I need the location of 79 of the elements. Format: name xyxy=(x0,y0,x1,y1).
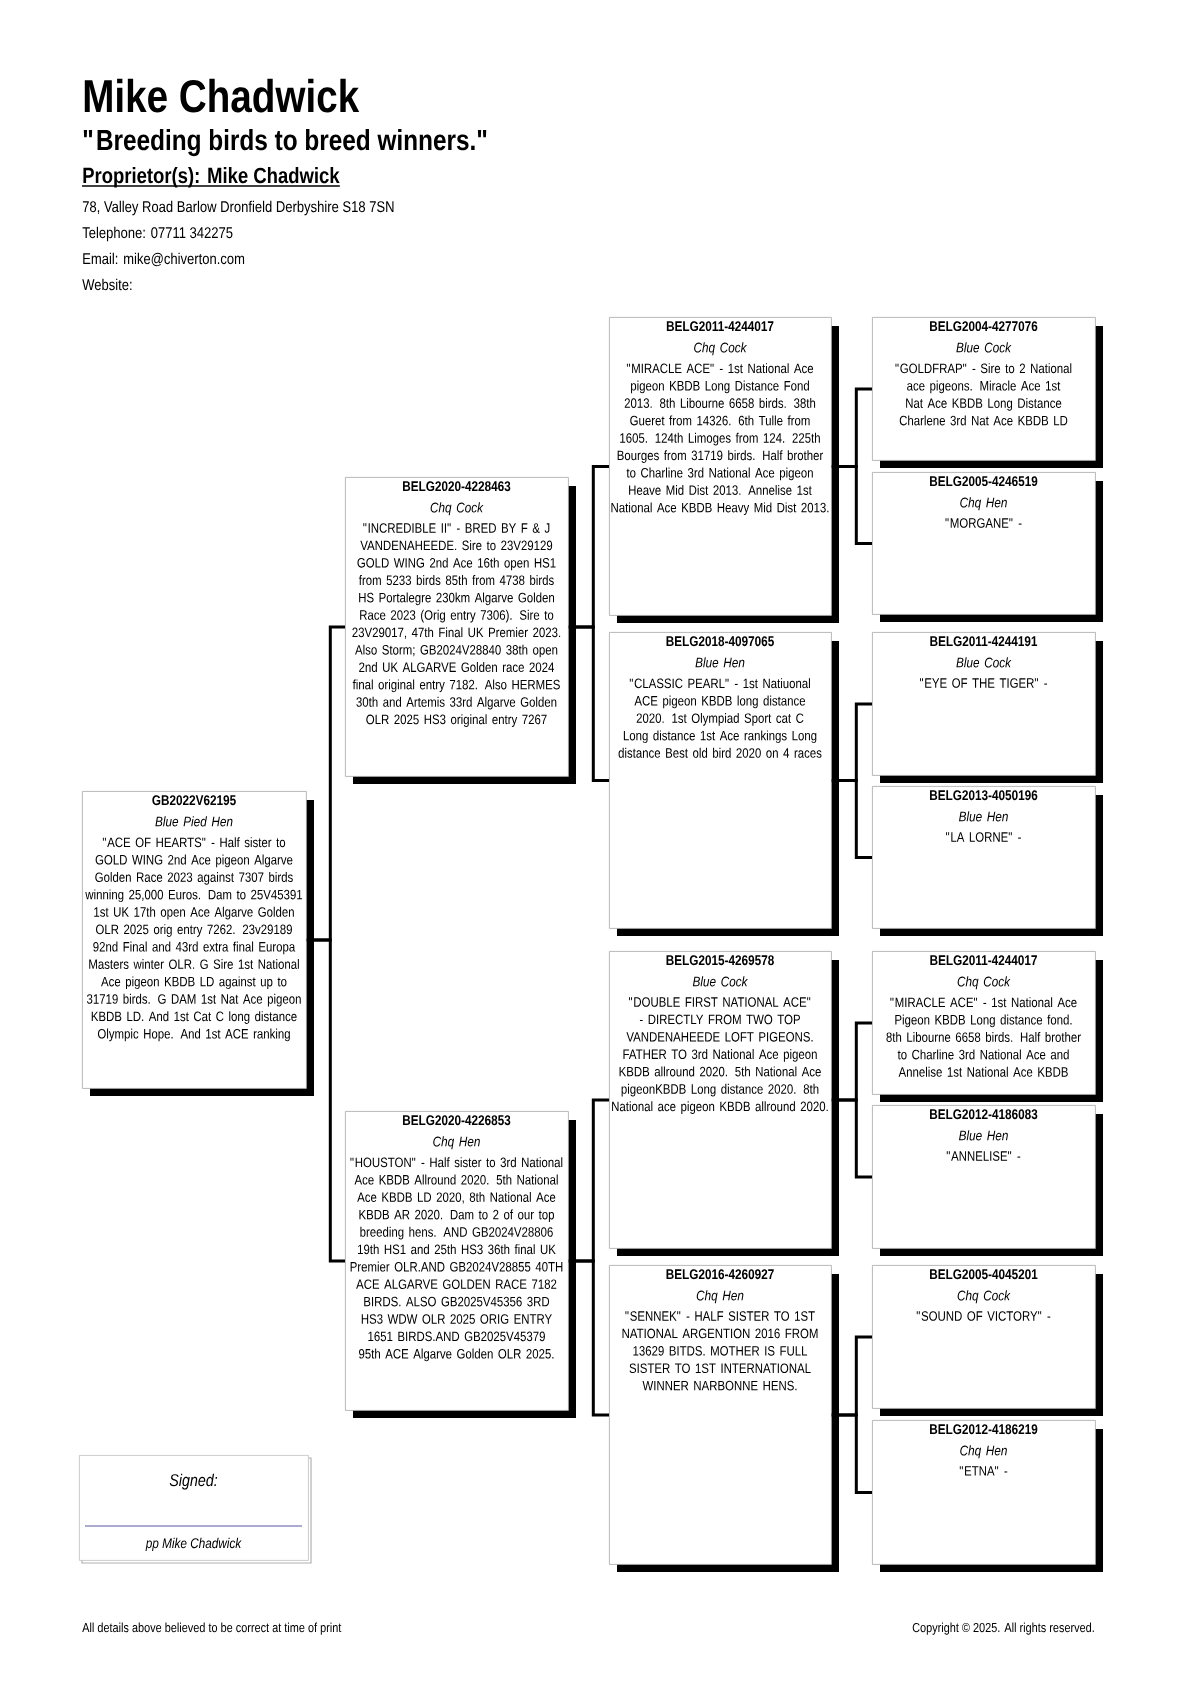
pedigree-card xyxy=(609,632,839,936)
signatory-name: pp Mike Chadwick xyxy=(145,1537,242,1551)
pedigree-connector xyxy=(568,1259,609,1417)
pedigree-description: "EYE OF THE TIGER" - xyxy=(919,678,1048,688)
pedigree-card xyxy=(872,632,1103,783)
ring-number: BELG2012-4186219 xyxy=(930,1424,1038,1435)
color-label: Blue Cock xyxy=(956,657,1012,668)
pedigree-card xyxy=(345,1111,576,1418)
pedigree-card xyxy=(872,1420,1103,1572)
pedigree-card xyxy=(609,317,839,623)
pedigree-description: "MIRACLE ACE" - 1st National Ace pigeon KBDB Long Distance Fond 2013. 8th Libourne 6658 birds. 38th Gueret from 14326. 6th Tulle from 1605. 124th Limoges from 124. 225th Bourges from 31719 birds. Half brother to Charline 3rd National Ace pigeon Heave Mid Dist 2013. Annelise 1st National Ace KBDB Heavy Mid Dist 2013. xyxy=(611,363,829,516)
pedigree-card xyxy=(872,317,1103,468)
pedigree-card xyxy=(872,1105,1103,1256)
pedigree-description: "INCREDIBLE II" - BRED BY F & J VANDENAHEEDE. Sire to 23V29129 GOLD WING 2nd Ace 16th open HS1 from 5233 birds 85th from 4738 birds HS Portalegre 230km Algarve Golden Race 2023 (Orig entry 7306). Sire to 23V29017, 47th Final UK Premier 2023. Also Storm; GB2024V28840 38th open 2nd UK ALGARVE Golden race 2024 final original entry 7182. Also HERMES 30th and Artemis 33rd Algarve Golden OLR 2025 HS3 original entry 7267 xyxy=(352,523,561,727)
color-label: Chq Cock xyxy=(957,1290,1011,1304)
color-label: Blue Cock xyxy=(956,342,1012,353)
ring-number: BELG2011-4244017 xyxy=(666,321,774,332)
footer-note: All details above believed to be correct at time of print xyxy=(82,1622,342,1635)
pedigree-description: "HOUSTON" - Half sister to 3rd National Ace KBDB Allround 2020. 5th National Ace KBDB LD 2020, 8th National Ace KBDB AR 2020. Dam to 2 of our top breeding hens. AND GB2024V28806 19th HS1 and 25th HS3 36th final UK Premier OLR.AND GB2024V28855 40TH ACE ALGARVE GOLDEN RACE 7182 BIRDS. ALSO GB2025V45356 3RD HS3 WDW OLR 2025 ORIG ENTRY 1651 BIRDS.AND GB2025V45379 95th ACE Algarve Golden OLR 2025. xyxy=(350,1157,563,1362)
website-line: Website: xyxy=(82,278,132,291)
color-label: Blue Cock xyxy=(692,976,748,987)
ring-number: BELG2005-4246519 xyxy=(930,476,1038,487)
color-label: Chq Cock xyxy=(694,342,747,356)
color-label: Chq Hen xyxy=(960,497,1007,511)
ring-number: BELG2020-4226853 xyxy=(403,1115,511,1126)
tagline: "Breeding birds to breed winners." xyxy=(83,129,487,157)
color-label: Blue Hen xyxy=(695,657,745,668)
ring-number: BELG2012-4186083 xyxy=(930,1109,1038,1120)
pedigree-connector xyxy=(306,938,345,1263)
color-label: Chq Hen xyxy=(433,1136,480,1150)
ring-number: BELG2018-4097065 xyxy=(666,636,774,647)
color-label: Blue Hen xyxy=(959,1130,1008,1141)
pedigree-description: "SOUND OF VICTORY" - xyxy=(916,1311,1051,1321)
pedigree-connector xyxy=(831,464,872,545)
pedigree-card xyxy=(345,477,576,784)
pedigree-description: "SENNEK" - HALF SISTER TO 1ST NATIONAL ARGENTION 2016 FROM 13629 BITDS. MOTHER IS FULL SISTER TO 1ST INTERNATIONAL WINNER NARBONNE HENS. xyxy=(622,1311,818,1391)
signed-label: Signed: xyxy=(169,1473,218,1490)
pedigree-description: "DOUBLE FIRST NATIONAL ACE" - DIRECTLY FROM TWO TOP VANDENAHEEDE LOFT PIGEONS. FATHER TO 3rd National Ace pigeon KBDB allround 2020. 5th National Ace pigeonKBDB Long distance 2020. 8th National ace pigeon KBDB allround 2020. xyxy=(612,997,828,1114)
page-title: Mike Chadwick xyxy=(84,78,360,113)
phone-line: Telephone: 07711 342275 xyxy=(82,226,233,242)
color-label: Blue Pied Hen xyxy=(155,816,233,827)
pedigree-connector xyxy=(831,778,872,859)
email-line: Email: mike@chiverton.com xyxy=(83,252,245,267)
ring-number: BELG2011-4244191 xyxy=(930,636,1038,647)
copyright-note: Copyright © 2025. All rights reserved. xyxy=(912,1622,1094,1635)
pedigree-description: "CLASSIC PEARL" - 1st Natiuonal ACE pigeon KBDB long distance 2020. 1st Olympiad Sport cat C Long distance 1st Ace rankings Long distance Best old bird 2020 on 4 races xyxy=(618,678,822,758)
pedigree-description: "GOLDFRAP" - Sire to 2 National ace pigeons. Miracle Ace 1st Nat Ace KBDB Long Distance Charlene 3rd Nat Ace KBDB LD xyxy=(895,363,1072,426)
pedigree-card xyxy=(872,951,1103,1102)
color-label: Blue Hen xyxy=(959,811,1008,822)
ring-number: GB2022V62195 xyxy=(152,795,236,806)
signature-box xyxy=(79,1455,312,1564)
pedigree-description: "MIRACLE ACE" - 1st National Ace Pigeon KBDB Long distance fond. 8th Libourne 6658 birds. Half brother to Charline 3rd National Ace and Annelise 1st National Ace KBDB xyxy=(886,997,1081,1077)
color-label: Chq Hen xyxy=(696,1290,744,1304)
pedigree-card xyxy=(872,1265,1103,1416)
address-line: 78, Valley Road Barlow Dronfield Derbyshire S18 7SN xyxy=(82,200,394,216)
pedigree-description: "ANNELISE" - xyxy=(946,1151,1021,1161)
pedigree-card xyxy=(872,786,1103,936)
pedigree-description: "ACE OF HEARTS" - Half sister to GOLD WING 2nd Ace pigeon Algarve Golden Race 2023 against 7307 birds winning 25,000 Euros. Dam to 25V45391 1st UK 17th open Ace Algarve Golden OLR 2025 orig entry 7262. 23v29189 92nd Final and 43rd extra final Europa Masters winter OLR. G Sire 1st National Ace pigeon KBDB LD against up to 31719 birds. G DAM 1st Nat Ace pigeon KBDB LD. And 1st Cat C long distance Olympic Hope. And 1st ACE ranking xyxy=(85,837,303,1042)
color-label: Chq Hen xyxy=(960,1445,1007,1459)
pedigree-connector xyxy=(831,1413,872,1494)
pedigree-card xyxy=(82,791,314,1096)
pedigree-card xyxy=(609,1265,839,1572)
ring-number: BELG2020-4228463 xyxy=(403,481,511,492)
pedigree-description: "ETNA" - xyxy=(959,1466,1008,1476)
ring-number: BELG2016-4260927 xyxy=(666,1269,774,1280)
pedigree-description: "LA LORNE" - xyxy=(946,832,1021,842)
ring-number: BELG2013-4050196 xyxy=(930,790,1038,801)
color-label: Chq Cock xyxy=(430,502,484,516)
ring-number: BELG2011-4244017 xyxy=(930,955,1037,966)
pedigree-description: "MORGANE" - xyxy=(945,518,1022,528)
ring-number: BELG2004-4277076 xyxy=(930,321,1038,332)
pedigree-connector xyxy=(568,625,609,782)
pedigree-card xyxy=(872,472,1103,622)
color-label: Chq Cock xyxy=(957,976,1011,990)
pedigree-connector xyxy=(831,1098,872,1179)
pedigree-card xyxy=(609,951,839,1256)
ring-number: BELG2005-4045201 xyxy=(930,1269,1038,1280)
proprietor-heading: Proprietor(s): Mike Chadwick xyxy=(81,167,341,188)
ring-number: BELG2015-4269578 xyxy=(666,955,774,966)
